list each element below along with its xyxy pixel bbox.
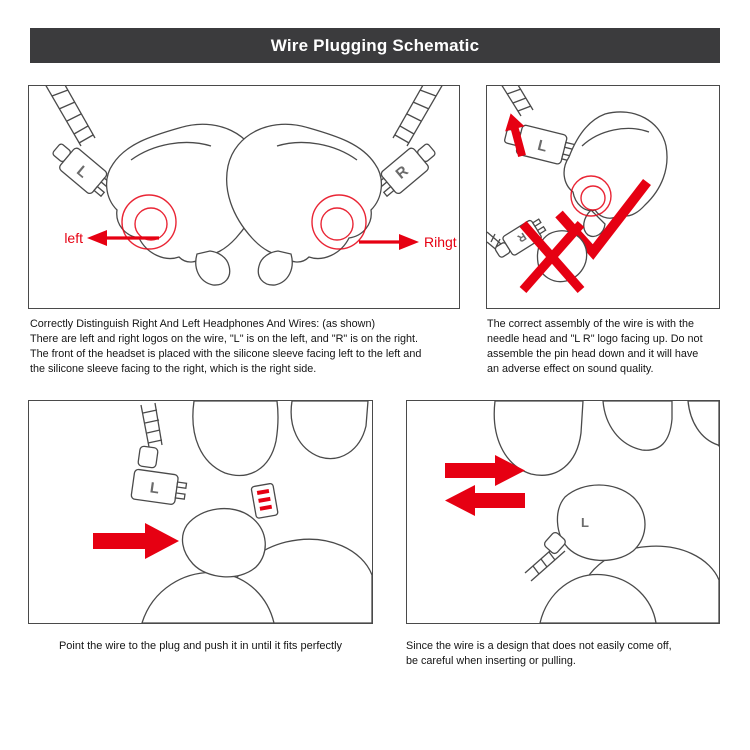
finger-top-right [290,401,369,460]
left-ring-highlight [121,194,177,250]
header-bar: Wire Plugging Schematic [30,28,720,63]
right-wire [392,86,443,147]
insert-pull-arrows [445,455,525,516]
caption-line: The correct assembly of the wire is with… [487,318,695,330]
left-wire [45,86,96,147]
caption-line: assemble the pin head down and it will h… [487,348,699,360]
earbud-body [556,484,646,562]
wire [140,402,163,448]
correct-assembly-drawing: L [501,86,668,238]
right-direction-arrow: Rihgt [359,234,457,250]
plug-logo-text: L [149,479,160,497]
insert-pull-drawing: L [493,401,719,623]
right-ring-highlight [311,194,367,250]
strain-relief [137,445,159,469]
correct-faceplate-line [581,127,650,147]
right-arrow-label: Rihgt [424,234,457,250]
panel-left-right-identification: L left [28,85,460,309]
left-arrow-label: left [64,230,83,246]
finger-top-center [192,401,279,477]
push-in-illustration: L [93,401,372,623]
socket-red-marks [256,488,273,511]
right-earbud-body [226,123,382,263]
caption-line: Correctly Distinguish Right And Left Hea… [30,318,376,330]
correct-logo-text: L [536,137,549,156]
incorrect-assembly-drawing: R [487,218,588,283]
push-direction-arrow [93,523,179,559]
left-eartip [195,250,231,286]
panel-insert-pull: L [406,400,720,624]
assembly-illustration: L [487,86,668,293]
panel-push-in: L [28,400,373,624]
right-plug-connector [375,143,436,198]
caption-line: an adverse effect on sound quality. [487,363,654,375]
left-faceplate-line [130,141,212,161]
left-plug-connector: L [52,143,113,198]
arrow-right-icon [445,455,525,486]
caption-line: Point the wire to the plug and push it i… [58,640,343,652]
caption-left-right: Correctly Distinguish Right And Left Hea… [30,317,478,377]
left-right-illustration: L left [45,86,457,286]
right-faceplate-line [276,141,358,161]
push-in-drawing: L [130,401,372,623]
up-direction-arrow [505,113,526,157]
page-title: Wire Plugging Schematic [270,35,480,55]
cross-icon [519,221,585,293]
socket-plug [250,483,279,519]
incorrect-earbud-body [536,230,588,283]
caption-assembly: The correct assembly of the wire is with… [487,317,727,377]
finger-top-right [602,401,673,451]
caption-line: needle head and "L R" logo facing up. Do… [487,333,703,345]
caption-insert-pull: Since the wire is a design that does not… [406,639,720,669]
correct-ring-highlight [570,175,612,217]
strain-relief [543,531,566,555]
arrow-left-icon [445,485,525,516]
correct-wire [501,86,534,117]
finger-top-center [493,401,584,476]
panel-assembly-orientation: L [486,85,720,309]
right-eartip [257,250,293,286]
finger-right-edge [687,401,719,447]
caption-line: the silicone sleeve facing to the right,… [30,363,317,375]
caption-push-in: Point the wire to the plug and push it i… [28,639,373,654]
insert-pull-illustration: L [445,401,719,623]
earbud-body [181,507,266,578]
checkmark-icon [555,178,651,260]
caption-line: be careful when inserting or pulling. [406,655,576,667]
correct-earbud-body [563,111,668,219]
caption-line: Since the wire is a design that does not… [406,640,672,652]
thumb [539,573,657,623]
left-direction-arrow: left [64,230,159,246]
right-earphone-drawing [226,86,443,286]
caption-line: There are left and right logos on the wi… [30,333,419,345]
left-earphone-drawing: L [45,86,262,286]
caption-line: The front of the headset is placed with … [30,348,422,360]
plug-connector: L [130,468,188,505]
earbud-logo-text: L [581,515,589,530]
